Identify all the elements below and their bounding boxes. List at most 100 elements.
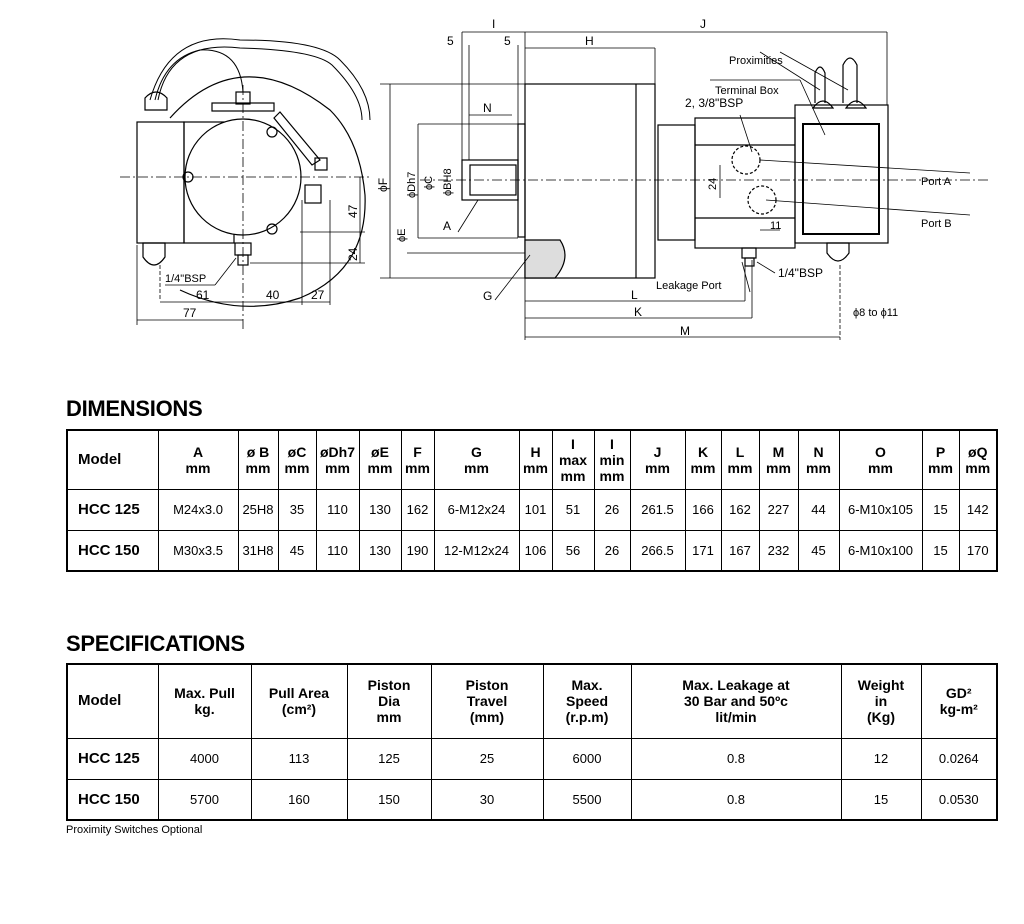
table-cell: 5500	[542, 778, 632, 821]
dim-47: 47	[346, 204, 360, 218]
table-cell: M24x3.0	[157, 488, 239, 531]
port-bsp-label: 2, 3/8"BSP	[685, 96, 743, 110]
dim-G: G	[483, 289, 492, 303]
table-cell: 44	[797, 488, 840, 531]
phi-C: ϕC	[423, 176, 435, 190]
table-cell: 15	[840, 778, 922, 821]
dim-5-left: 5	[447, 34, 454, 48]
table-cell: 190	[400, 529, 435, 572]
table-cell: 45	[797, 529, 840, 572]
port-a-label: Port A	[921, 176, 952, 188]
table-cell: 25	[430, 737, 544, 780]
dim-77: 77	[183, 306, 197, 320]
table-cell: 170	[958, 529, 998, 572]
port-b-label: Port B	[921, 218, 952, 230]
model-cell: HCC 150	[66, 529, 159, 572]
column-header: Weight in (Kg)	[840, 663, 922, 739]
column-header: F mm	[400, 429, 435, 490]
table-cell: 6-M10x105	[838, 488, 923, 531]
column-header: L mm	[720, 429, 760, 490]
column-header: K mm	[684, 429, 722, 490]
table-cell: 12	[840, 737, 922, 780]
dim-40: 40	[266, 288, 280, 302]
table-cell: 15	[921, 488, 960, 531]
table-cell: 113	[250, 737, 348, 780]
column-header: øDh7 mm	[315, 429, 360, 490]
column-header: N mm	[797, 429, 840, 490]
dim-H: H	[585, 34, 594, 48]
table-cell: 6000	[542, 737, 632, 780]
table-cell: 26	[593, 529, 631, 572]
column-header: Piston Travel (mm)	[430, 663, 544, 739]
table-cell: 227	[758, 488, 799, 531]
table-cell: 150	[346, 778, 432, 821]
column-header: G mm	[433, 429, 520, 490]
column-header: Model	[66, 429, 159, 490]
table-cell: 15	[921, 529, 960, 572]
column-header: Pull Area (cm²)	[250, 663, 348, 739]
end-view-bsp-label: 1/4"BSP	[165, 273, 206, 285]
dim-M: M	[680, 324, 690, 338]
column-header: Max. Pull kg.	[157, 663, 252, 739]
column-header: øC mm	[277, 429, 317, 490]
dim-I: I	[492, 17, 495, 31]
dim-N: N	[483, 101, 492, 115]
table-cell: 266.5	[629, 529, 686, 572]
specifications-heading: SPECIFICATIONS	[66, 631, 245, 656]
table-cell: 31H8	[237, 529, 279, 572]
table-cell: 0.0264	[920, 737, 998, 780]
table-cell: 160	[250, 778, 348, 821]
column-header: øQ mm	[958, 429, 998, 490]
table-cell: 101	[518, 488, 553, 531]
table-cell: 0.0530	[920, 778, 998, 821]
dimensions-heading: DIMENSIONS	[66, 396, 203, 421]
dim-5-right: 5	[504, 34, 511, 48]
column-header: I max mm	[551, 429, 595, 490]
leakage-bsp-label: 1/4"BSP	[778, 266, 823, 280]
column-header: I min mm	[593, 429, 631, 490]
dim-61: 61	[196, 288, 210, 302]
phi-F: ϕF	[376, 178, 390, 192]
column-header: Model	[66, 663, 159, 739]
model-cell: HCC 125	[66, 488, 159, 531]
table-cell: 0.8	[630, 778, 842, 821]
table-cell: 130	[358, 488, 402, 531]
column-header: GD² kg-m²	[920, 663, 998, 739]
footnote: Proximity Switches Optional	[66, 824, 203, 836]
column-header: Piston Dia mm	[346, 663, 432, 739]
table-cell: 106	[518, 529, 553, 572]
table-cell: 142	[958, 488, 998, 531]
column-header: øE mm	[358, 429, 402, 490]
column-header: Max. Leakage at 30 Bar and 50ºc lit/min	[630, 663, 842, 739]
column-header: ø B mm	[237, 429, 279, 490]
table-cell: 6-M12x24	[433, 488, 520, 531]
table-cell: 110	[315, 529, 360, 572]
table-cell: 167	[720, 529, 760, 572]
cable-range-label: ϕ8 to ϕ11	[853, 307, 898, 319]
table-cell: 232	[758, 529, 799, 572]
dim-24-ports: 24	[707, 178, 719, 190]
table-cell: 162	[400, 488, 435, 531]
table-cell: 130	[358, 529, 402, 572]
phi-BH8: ϕBH8	[442, 168, 454, 196]
dim-11: 11	[770, 220, 781, 232]
column-header: O mm	[838, 429, 923, 490]
table-cell: M30x3.5	[157, 529, 239, 572]
dim-A: A	[443, 219, 451, 233]
model-cell: HCC 125	[66, 737, 159, 780]
table-cell: 171	[684, 529, 722, 572]
table-cell: 110	[315, 488, 360, 531]
table-cell: 56	[551, 529, 595, 572]
column-header: H mm	[518, 429, 553, 490]
proximities-label: Proximities	[729, 55, 783, 67]
table-cell: 35	[277, 488, 317, 531]
dim-K: K	[634, 305, 642, 319]
table-cell: 45	[277, 529, 317, 572]
dim-24-left: 24	[346, 247, 360, 261]
